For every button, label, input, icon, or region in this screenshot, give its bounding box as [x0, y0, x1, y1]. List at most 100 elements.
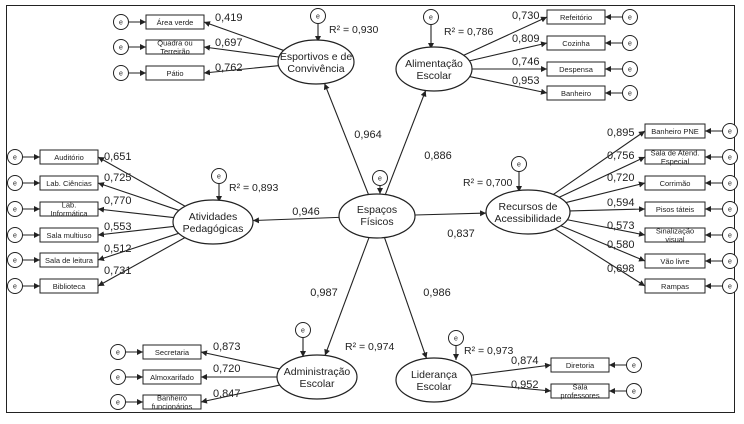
indicator-label: Informática	[50, 209, 88, 218]
loading-arrow-atividades	[97, 237, 186, 287]
path-coefficient-atividades: 0,946	[292, 206, 320, 218]
error-recursos-symbol: e	[517, 162, 521, 169]
error-esportivos-symbol: e	[316, 14, 320, 21]
indicator-error-symbol: e	[628, 91, 632, 98]
indicator-box-recursos	[644, 175, 706, 191]
latent-label-alimentacao: Escolar	[416, 70, 452, 82]
latent-label-administracao: Administração	[284, 366, 351, 378]
loading-arrow-recursos	[560, 225, 646, 262]
error-alimentacao-circle	[423, 9, 439, 25]
error-atividades-symbol: e	[217, 174, 221, 181]
indicator-label: Vão livre	[660, 257, 689, 266]
loading-arrow-esportivos	[203, 44, 280, 58]
loading-value: 0,895	[607, 127, 635, 139]
path-coefficient-recursos: 0,837	[447, 228, 475, 240]
indicator-error-circle	[622, 9, 638, 25]
loading-value: 0,512	[104, 243, 132, 255]
indicator-error-symbol: e	[116, 350, 120, 357]
indicator-error-symbol: e	[728, 181, 732, 188]
latent-recursos	[485, 189, 571, 235]
indicator-error-circle	[110, 394, 126, 410]
error-alimentacao-symbol: e	[429, 15, 433, 22]
loading-value: 0,698	[607, 263, 635, 275]
indicator-error-circle	[113, 65, 129, 81]
indicator-box-alimentacao	[546, 9, 606, 25]
error-atividades-circle	[211, 168, 227, 184]
loading-value: 0,762	[215, 62, 243, 74]
indicator-label: Sala multiuso	[46, 231, 91, 240]
path-arrow-atividades	[252, 216, 340, 224]
latent-label-alimentacao: Alimentação	[405, 58, 463, 70]
indicator-error-symbol: e	[13, 258, 17, 265]
indicator-label: Auditório	[54, 153, 84, 162]
indicator-error-circle	[626, 357, 642, 373]
loading-value: 0,573	[607, 220, 635, 232]
indicator-label: Sala	[572, 383, 588, 392]
loading-value: 0,731	[104, 265, 132, 277]
indicator-error-circle	[622, 61, 638, 77]
indicator-error-symbol: e	[13, 233, 17, 240]
r-squared-administracao: R² = 0,974	[345, 341, 394, 353]
indicator-box-atividades	[39, 149, 99, 165]
indicator-error-circle	[110, 369, 126, 385]
loading-value: 0,730	[512, 10, 540, 22]
indicator-box-recursos	[644, 253, 706, 269]
indicator-label: Refeitório	[560, 13, 592, 22]
indicator-box-alimentacao	[546, 35, 606, 51]
loading-value: 0,809	[512, 33, 540, 45]
indicator-error-symbol: e	[628, 41, 632, 48]
indicator-label: Banheiro	[157, 394, 187, 403]
indicator-error-symbol: e	[632, 363, 636, 370]
indicator-box-atividades	[39, 252, 99, 268]
error-lideranca-symbol: e	[454, 336, 458, 343]
path-coefficient-alimentacao: 0,886	[424, 150, 452, 162]
indicator-error-circle	[7, 278, 23, 294]
indicator-error-circle	[113, 39, 129, 55]
r-squared-recursos: R² = 0,700	[463, 177, 512, 189]
loading-value: 0,847	[213, 388, 241, 400]
loading-value: 0,720	[213, 363, 241, 375]
indicator-label: Especial	[661, 157, 690, 166]
indicator-label: Área verde	[157, 18, 194, 27]
indicator-error-symbol: e	[728, 207, 732, 214]
latent-label-recursos: Acessibilidade	[494, 213, 561, 225]
error-espacos-fisicos-symbol: e	[378, 176, 382, 183]
loading-arrow-atividades	[97, 225, 174, 238]
path-arrow-alimentacao	[384, 90, 427, 195]
loading-arrow-alimentacao	[469, 76, 548, 95]
indicator-error-symbol: e	[119, 45, 123, 52]
latent-label-lideranca: Escolar	[416, 381, 452, 393]
loading-value: 0,594	[607, 197, 635, 209]
indicator-error-symbol: e	[728, 284, 732, 291]
loading-value: 0,720	[607, 172, 635, 184]
indicator-label: Secretaria	[155, 348, 190, 357]
indicator-label: Lab. Ciências	[46, 179, 92, 188]
indicator-label: Cozinha	[562, 39, 590, 48]
error-administracao-symbol: e	[301, 328, 305, 335]
loading-value: 0,756	[607, 150, 635, 162]
loading-value: 0,553	[104, 221, 132, 233]
indicator-error-symbol: e	[13, 207, 17, 214]
indicator-error-symbol: e	[119, 71, 123, 78]
indicator-box-recursos	[644, 227, 706, 243]
indicator-error-circle	[722, 123, 738, 139]
path-coefficient-esportivos: 0,964	[354, 129, 382, 141]
loading-arrow-alimentacao	[469, 41, 548, 62]
loading-arrow-recursos	[565, 181, 646, 204]
indicator-error-symbol: e	[728, 129, 732, 136]
latent-label-atividades: Pedagógicas	[183, 223, 244, 235]
loading-arrow-recursos	[569, 206, 646, 213]
error-espacos-fisicos-circle	[372, 170, 388, 186]
r-squared-atividades: R² = 0,893	[229, 182, 278, 194]
indicator-box-esportivos	[145, 39, 205, 55]
indicator-error-symbol: e	[13, 284, 17, 291]
loading-value: 0,952	[511, 379, 539, 391]
latent-lideranca	[395, 357, 473, 403]
indicator-error-circle	[622, 85, 638, 101]
indicator-error-circle	[722, 278, 738, 294]
latent-administracao	[276, 354, 358, 400]
loading-value: 0,746	[512, 56, 540, 68]
indicator-label: Sala de leitura	[45, 256, 94, 265]
path-arrow-lideranca	[383, 237, 428, 359]
loading-arrow-atividades	[97, 206, 174, 219]
